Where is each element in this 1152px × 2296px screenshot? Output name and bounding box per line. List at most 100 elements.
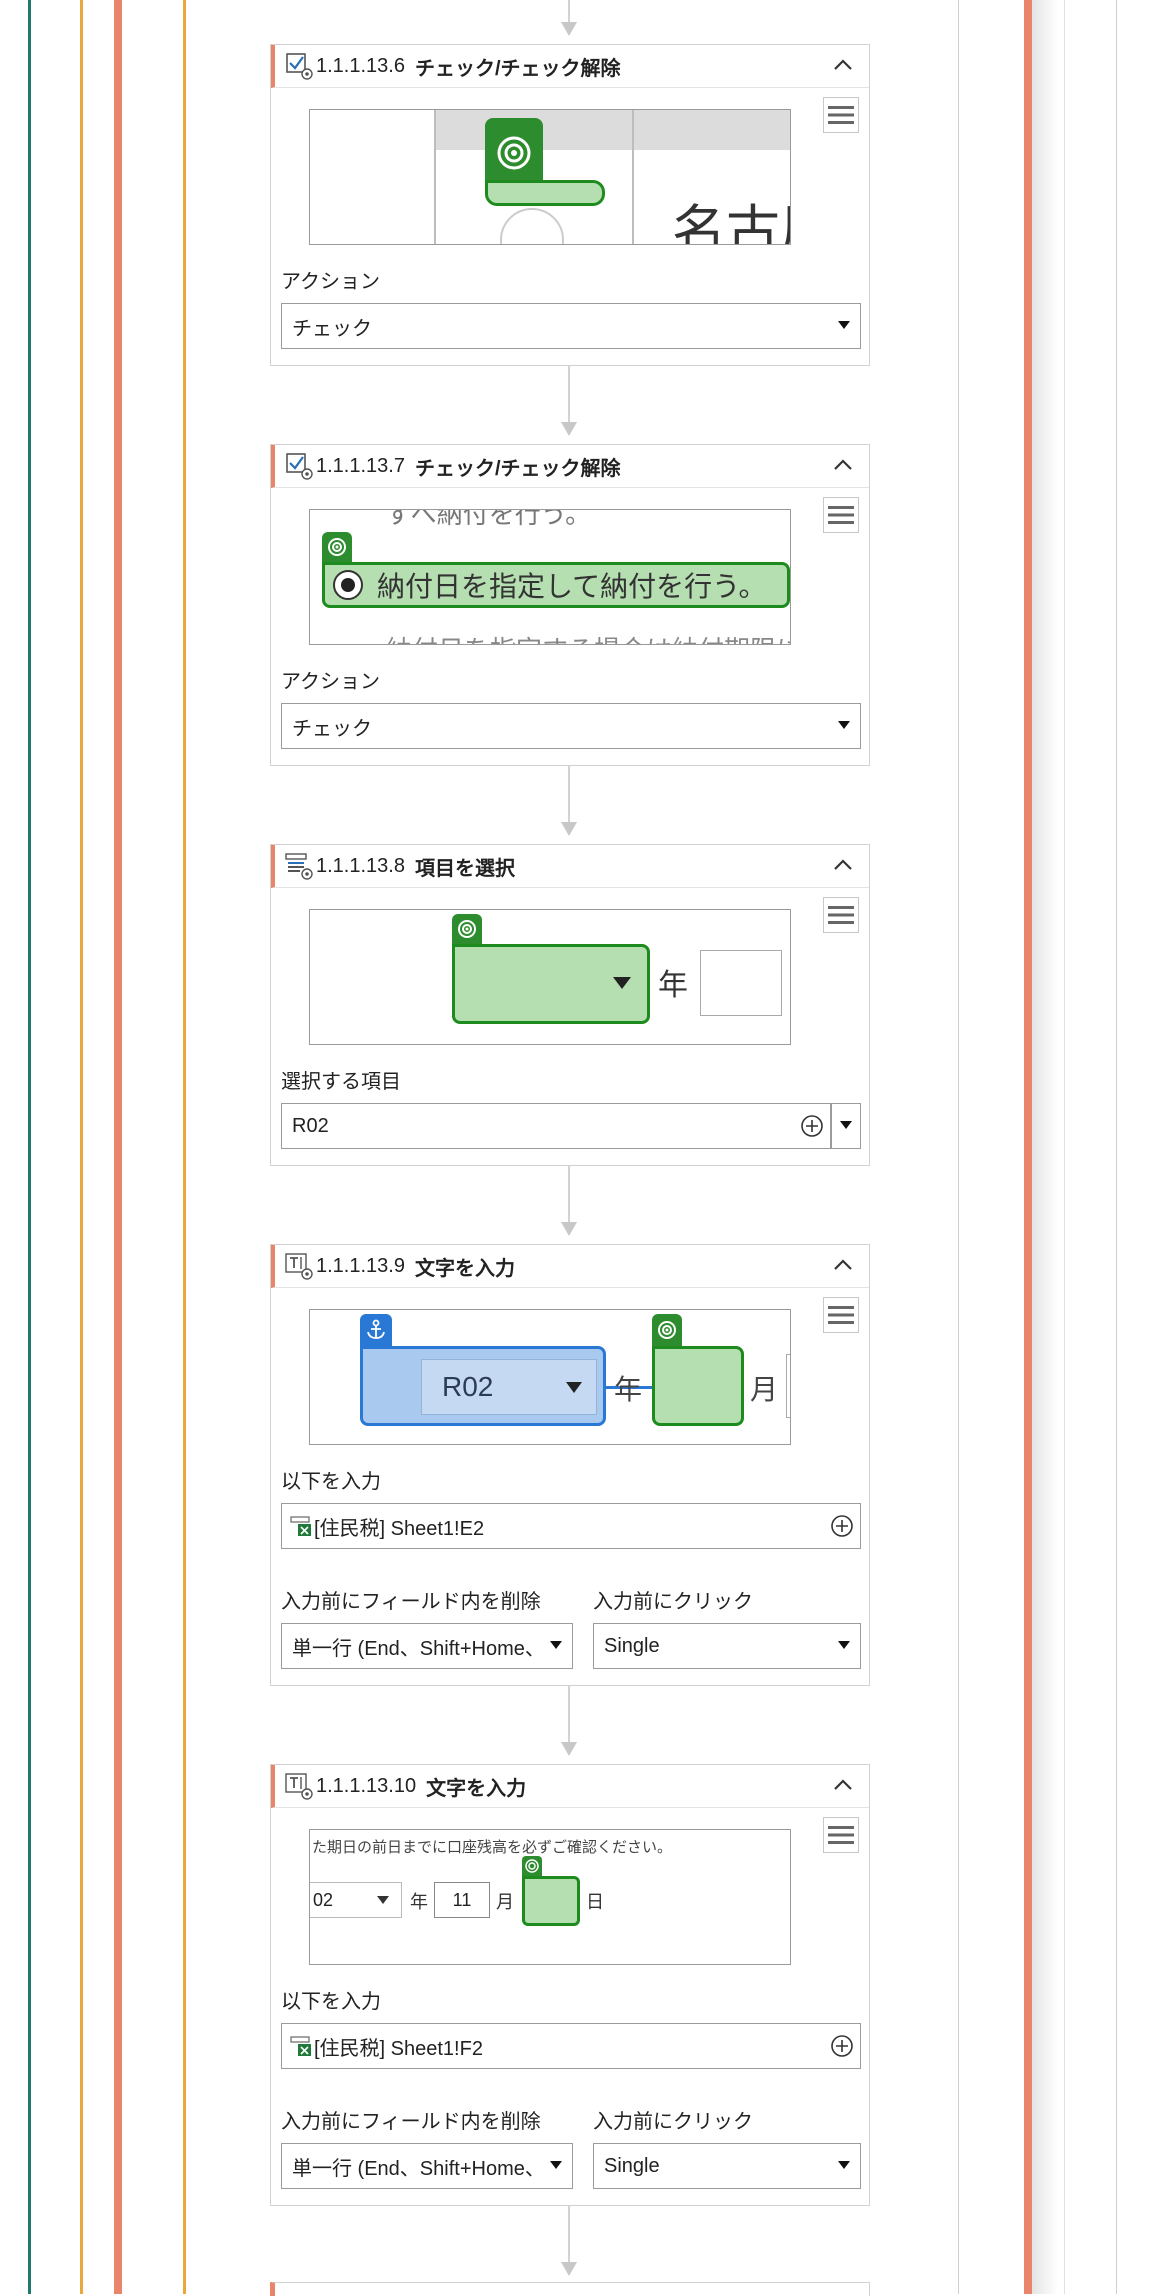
- hamburger-menu-icon[interactable]: [823, 497, 859, 533]
- click-before-dropdown[interactable]: Single: [593, 2143, 861, 2189]
- hamburger-menu-icon[interactable]: [823, 897, 859, 933]
- step-title: チェック/チェック解除: [414, 457, 621, 480]
- add-variable-icon[interactable]: [830, 1514, 854, 1538]
- type-text-icon: [284, 1251, 314, 1281]
- connector: [568, 766, 570, 826]
- card-header[interactable]: 1.1.1.13.8 項目を選択: [271, 845, 869, 888]
- target-screenshot: 名古屋: [309, 109, 791, 245]
- chevron-down-icon: [838, 721, 850, 729]
- input-value: [住民税] Sheet1!F2: [314, 2037, 483, 2060]
- thumb-select-box: R02: [421, 1359, 597, 1415]
- thumb-notice-text: た期日の前日までに口座残高を必ずご確認ください。: [312, 1839, 673, 1856]
- container-line-grey-3: [1116, 0, 1117, 2294]
- target-badge: [485, 118, 543, 188]
- container-line-yellow-2: [183, 0, 186, 2294]
- card-header[interactable]: 1.1.1.13.10 文字を入力: [271, 1765, 869, 1808]
- action-value: チェック: [292, 717, 372, 740]
- connector-arrow: [561, 2262, 577, 2276]
- anchor-icon: [367, 1319, 385, 1339]
- card-header[interactable]: 1.1.1.13.6 チェック/チェック解除: [271, 45, 869, 88]
- click-before-value: Single: [604, 1634, 660, 1657]
- step-number: 1.1.1.13.6: [316, 54, 405, 77]
- card-header[interactable]: 1.1.1.13.9 文字を入力: [271, 1245, 869, 1288]
- dropdown-triangle-icon: [566, 1382, 582, 1393]
- next-step-card-partial[interactable]: [270, 2282, 870, 2296]
- collapse-icon[interactable]: [831, 453, 855, 477]
- add-variable-icon[interactable]: [830, 2034, 854, 2058]
- hamburger-menu-icon[interactable]: [823, 1297, 859, 1333]
- target-highlight: [522, 1876, 580, 1926]
- container-line-orange-right: [1024, 0, 1032, 2294]
- radio-selected-icon: [333, 570, 363, 600]
- clear-field-dropdown[interactable]: 単一行 (End、Shift+Home、Delete): [281, 1623, 573, 1669]
- clear-field-dropdown[interactable]: 単一行 (End、Shift+Home、Delete): [281, 2143, 573, 2189]
- item-label: 選択する項目: [281, 1071, 401, 1093]
- collapse-icon[interactable]: [831, 1253, 855, 1277]
- card-header[interactable]: 1.1.1.13.7 チェック/チェック解除: [271, 445, 869, 488]
- connector: [568, 366, 570, 426]
- item-dropdown-button[interactable]: [831, 1103, 861, 1149]
- collapse-icon[interactable]: [831, 853, 855, 877]
- step-number: 1.1.1.13.10: [316, 1774, 417, 1797]
- connector-arrow: [561, 822, 577, 836]
- type-text-icon: [284, 1771, 314, 1801]
- step-title: 文字を入力: [414, 1257, 515, 1280]
- step-card-type-text-1[interactable]: 1.1.1.13.9 文字を入力 R02 年 月 以下を入力 [住民税] She…: [270, 1244, 870, 1686]
- container-line-teal: [28, 0, 31, 2294]
- thumb-month-text: 月: [750, 1374, 779, 1405]
- thumb-select-value: R02: [442, 1371, 494, 1402]
- step-card-select-item[interactable]: 1.1.1.13.8 項目を選択 年 選択する項目 R02: [270, 844, 870, 1166]
- hamburger-menu-icon[interactable]: [823, 1817, 859, 1853]
- target-highlight: [452, 944, 650, 1024]
- input-label: 以下を入力: [281, 1471, 381, 1493]
- target-screenshot: 年: [309, 909, 791, 1045]
- step-title: チェック/チェック解除: [414, 57, 621, 80]
- action-dropdown[interactable]: チェック: [281, 303, 861, 349]
- container-line-orange-left: [114, 0, 122, 2294]
- target-badge: [522, 1856, 542, 1876]
- thumb-input-box: [700, 950, 782, 1016]
- chevron-down-icon: [838, 1641, 850, 1649]
- hamburger-menu-icon[interactable]: [823, 97, 859, 133]
- collapse-icon[interactable]: [831, 53, 855, 77]
- excel-icon: [290, 2035, 312, 2057]
- radio-label: 納付日を指定して納付を行う。: [377, 571, 767, 602]
- clear-field-label: 入力前にフィールド内を削除: [281, 1591, 541, 1613]
- thumb-year-text: 年: [614, 1374, 643, 1405]
- select-item-icon: [284, 851, 314, 881]
- connector-arrow: [561, 422, 577, 436]
- connector-arrow: [561, 1742, 577, 1756]
- target-highlight: [652, 1346, 744, 1426]
- anchor-highlight: R02: [360, 1346, 606, 1426]
- step-card-check-2[interactable]: 1.1.1.13.7 チェック/チェック解除 ずべ納付を行う。 納付日を指定する…: [270, 444, 870, 766]
- click-before-label: 入力前にクリック: [593, 1591, 753, 1613]
- action-dropdown[interactable]: チェック: [281, 703, 861, 749]
- target-badge: [652, 1314, 682, 1346]
- chevron-down-icon: [838, 321, 850, 329]
- click-before-label: 入力前にクリック: [593, 2111, 753, 2133]
- container-line-yellow-1: [80, 0, 83, 2294]
- thumb-day-text: 日: [586, 1892, 604, 1912]
- target-highlight: [485, 180, 605, 206]
- container-shadow: [1032, 0, 1058, 2294]
- step-card-type-text-2[interactable]: 1.1.1.13.10 文字を入力 た期日の前日までに口座残高を必ずご確認くださ…: [270, 1764, 870, 2206]
- target-screenshot: ずべ納付を行う。 納付日を指定する場合は納付期限に 納付日を指定して納付を行う。: [309, 509, 791, 645]
- input-value-field[interactable]: [住民税] Sheet1!F2: [281, 2023, 861, 2069]
- item-value: R02: [292, 1114, 329, 1137]
- step-title: 文字を入力: [426, 1777, 527, 1800]
- container-line-grey-2: [1064, 0, 1065, 2294]
- container-line-grey: [958, 0, 959, 2294]
- collapse-icon[interactable]: [831, 1773, 855, 1797]
- target-screenshot: R02 年 月: [309, 1309, 791, 1445]
- step-card-check-1[interactable]: 1.1.1.13.6 チェック/チェック解除 名古屋 アクション チェック: [270, 44, 870, 366]
- radio-button-faded: [500, 208, 564, 244]
- add-variable-icon[interactable]: [800, 1114, 824, 1138]
- thumb-top-text: ずべ納付を行う。: [386, 509, 592, 529]
- anchor-badge: [360, 1314, 392, 1346]
- target-screenshot: た期日の前日までに口座残高を必ずご確認ください。 02 年 11 月 日: [309, 1829, 791, 1965]
- connector: [568, 2206, 570, 2266]
- thumb-month-value: 11: [452, 1889, 472, 1910]
- item-input[interactable]: R02: [281, 1103, 831, 1149]
- click-before-dropdown[interactable]: Single: [593, 1623, 861, 1669]
- input-value-field[interactable]: [住民税] Sheet1!E2: [281, 1503, 861, 1549]
